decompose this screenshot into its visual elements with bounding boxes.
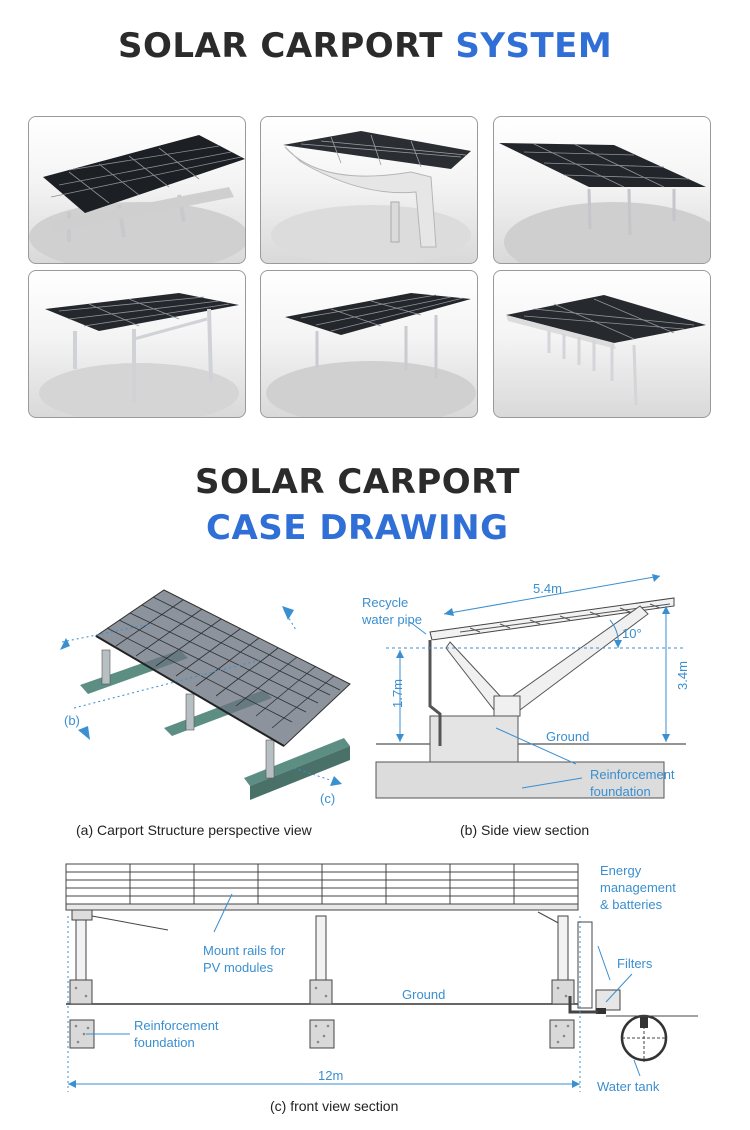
reinf-b-line2: foundation	[590, 784, 651, 799]
energy-line2: management	[600, 880, 676, 895]
caption-b: (b) Side view section	[460, 822, 590, 838]
carport-photo-5	[260, 270, 478, 418]
label-c: (c)	[320, 791, 336, 806]
rails-label: Mount rails for PV modules	[203, 942, 285, 976]
section-title-line1: SOLAR CARPORT	[195, 462, 521, 502]
title-blue: SYSTEM	[455, 26, 613, 66]
rails-line1: Mount rails for	[203, 943, 286, 958]
dim-h2: 3.4m	[674, 661, 690, 690]
caption-c: (c) front view section	[270, 1098, 399, 1114]
drawing-c-front-view	[58, 856, 698, 1096]
carport-photo-6	[493, 270, 711, 418]
caption-a: (a) Carport Structure perspective view	[76, 822, 312, 838]
drawing-a-perspective	[60, 580, 360, 815]
label-b: (b)	[64, 713, 80, 728]
ground-label-b: Ground	[546, 729, 590, 744]
section-title-line2: CASE DRAWING	[206, 508, 509, 548]
recycle-label: Recycle water pipe	[362, 594, 422, 628]
reinforcement-label-c: Reinforcement foundation	[134, 1017, 219, 1051]
water-tank-label: Water tank	[597, 1079, 660, 1094]
dim-angle: 10°	[622, 626, 642, 641]
energy-line1: Energy	[600, 863, 642, 878]
carport-photo-4	[28, 270, 246, 418]
title-dark: SOLAR CARPORT	[118, 26, 444, 66]
dim-length: 5.4m	[533, 581, 562, 596]
ground-label-c: Ground	[402, 987, 446, 1002]
dim-h1: 1.7m	[389, 679, 405, 708]
recycle-line2: water pipe	[362, 612, 422, 627]
energy-label: Energy management & batteries	[600, 862, 676, 913]
filters-label: Filters	[617, 956, 653, 971]
carport-photo-1	[28, 116, 246, 264]
page-title: SOLAR CARPORT SYSTEM	[118, 26, 612, 66]
rails-line2: PV modules	[203, 960, 274, 975]
recycle-line1: Recycle	[362, 595, 409, 610]
dim-width: 12m	[318, 1068, 344, 1083]
reinf-c-line2: foundation	[134, 1035, 195, 1050]
energy-line3: & batteries	[600, 897, 663, 912]
reinf-c-line1: Reinforcement	[134, 1018, 219, 1033]
reinf-b-line1: Reinforcement	[590, 767, 675, 782]
carport-photo-2	[260, 116, 478, 264]
drawing-b-side-view	[370, 570, 700, 800]
carport-photo-3	[493, 116, 711, 264]
reinforcement-label-b: Reinforcement foundation	[590, 766, 675, 800]
